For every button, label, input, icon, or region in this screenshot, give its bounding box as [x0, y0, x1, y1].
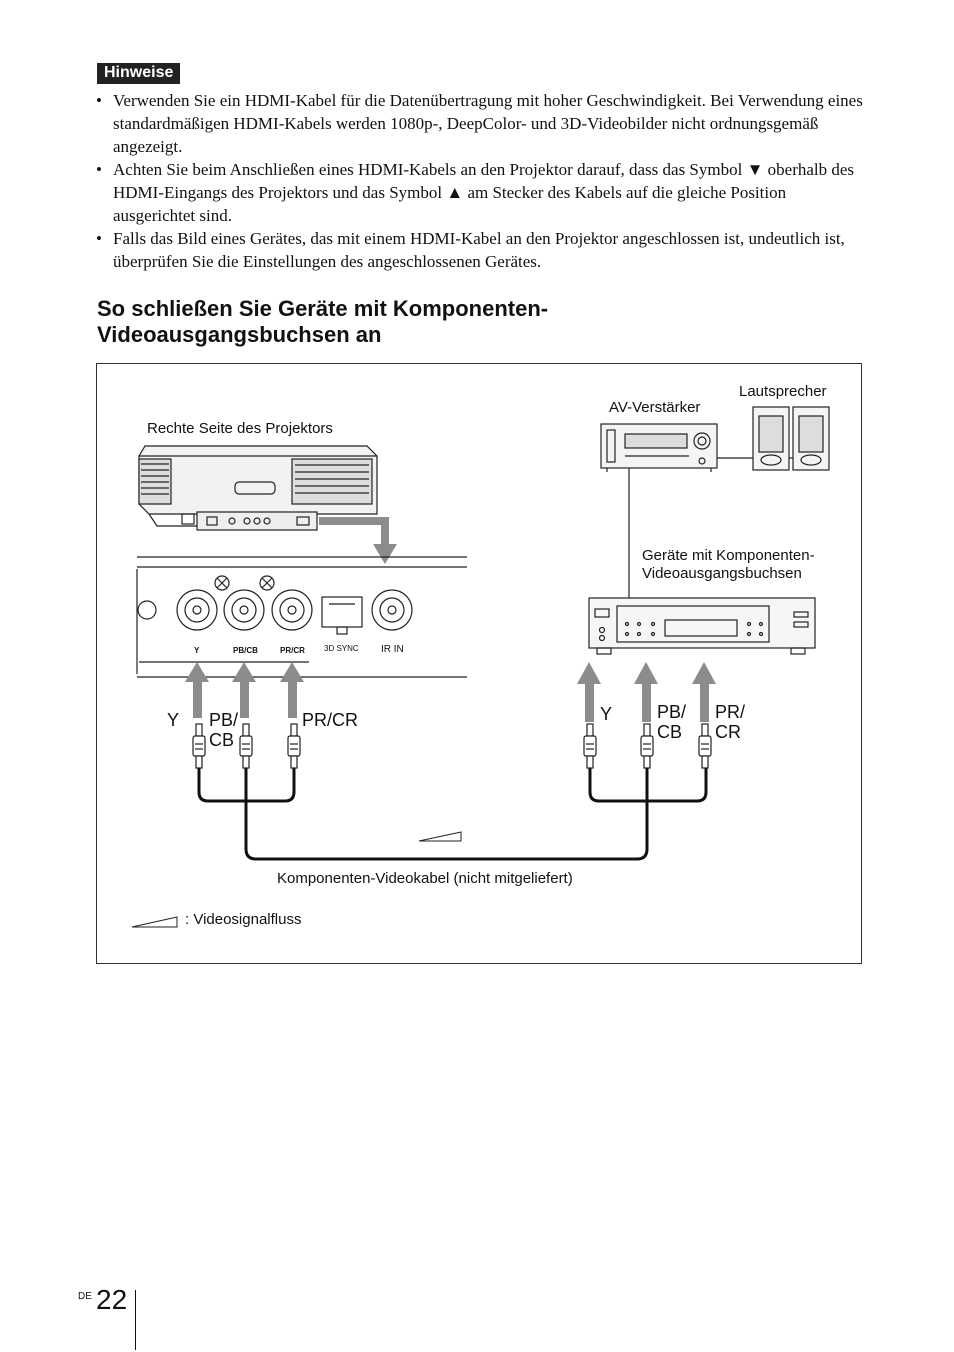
speakers-illustration: [752, 406, 830, 471]
projector-panel: [136, 566, 467, 678]
flow-arrows-device: [577, 662, 716, 722]
projector-illustration: [138, 445, 378, 531]
page-language: DE: [78, 1291, 92, 1302]
note-item: • Falls das Bild eines Gerätes, das mit e…: [96, 227, 866, 273]
panel-label-pr: PR/CR: [280, 646, 305, 655]
plugs-projector: [192, 723, 301, 769]
component-cable: [197, 768, 708, 861]
av-amplifier-illustration: [600, 423, 718, 472]
plug-label-y: Y: [600, 704, 613, 724]
legend-icon: [131, 916, 178, 928]
bullet: •: [96, 229, 102, 248]
bullet: •: [96, 91, 102, 110]
plug-label-y: Y: [167, 710, 180, 730]
section-heading-line: Videoausgangsbuchsen an: [97, 322, 382, 347]
note-item: • Achten Sie beim Anschließen eines HDMI-…: [96, 158, 866, 227]
plug-label-line: CR: [715, 722, 741, 742]
flow-path: [319, 517, 389, 546]
flow-arrowhead: [373, 544, 397, 564]
plug-label-pb: PB/ CB: [657, 702, 686, 742]
plug-label-line: PB/: [657, 702, 687, 722]
amplifier-label: AV-Verstärker: [609, 399, 701, 416]
device-label-line: Videoausgangsbuchsen: [642, 565, 802, 582]
bullet: •: [96, 160, 102, 179]
plug-label-pb: PB/ CB: [209, 710, 238, 750]
page-number: 22: [96, 1284, 128, 1315]
panel-label-y: Y: [194, 646, 200, 655]
section-heading-line: So schließen Sie Geräte mit Komponenten-: [97, 296, 549, 321]
plug-label-line: PR/: [715, 702, 746, 722]
plug-label-pr: PR/ CR: [715, 702, 745, 742]
device-label: Geräte mit Komponenten- Videoausgangsbuc…: [642, 547, 815, 583]
cable-label: Komponenten-Videokabel (nicht mitgeliefe…: [277, 870, 573, 887]
panel-label-3d-sync: 3D SYNC: [324, 644, 359, 653]
plugs-device: [583, 723, 712, 769]
note-text: Verwenden Sie ein HDMI-Kabel für die Dat…: [113, 91, 863, 156]
section-heading: So schließen Sie Geräte mit Komponenten-…: [97, 296, 548, 348]
plug-label-line: CB: [657, 722, 683, 742]
flow-arrows-projector: [185, 662, 304, 718]
plug-label-pr: PR/CR: [302, 710, 359, 730]
notes-list: • Verwenden Sie ein HDMI-Kabel für die Da…: [96, 89, 866, 273]
device-label-line: Geräte mit Komponenten-: [642, 547, 815, 564]
panel-label-pb: PB/CB: [233, 646, 258, 655]
speaker-label: Lautsprecher: [739, 383, 827, 400]
connection-diagram: Rechte Seite des Projektors AV-Verstärke…: [96, 363, 862, 964]
notes-badge: Hinweise: [97, 63, 181, 84]
plug-label-line: CB: [209, 730, 235, 750]
source-device-illustration: [588, 597, 816, 655]
projector-label: Rechte Seite des Projektors: [147, 420, 333, 437]
diagram-drawing: [131, 406, 830, 928]
legend-label: : Videosignalfluss: [185, 911, 302, 928]
plug-label-line: PB/: [209, 710, 239, 730]
footer-rule: [135, 1290, 136, 1350]
note-text: Achten Sie beim Anschließen eines HDMI-K…: [113, 160, 855, 225]
panel-label-ir-in: IR IN: [381, 644, 404, 655]
flow-direction-icon: [418, 831, 462, 842]
note-text: Falls das Bild eines Gerätes, das mit ei…: [113, 229, 845, 271]
note-item: • Verwenden Sie ein HDMI-Kabel für die Da…: [96, 89, 866, 158]
